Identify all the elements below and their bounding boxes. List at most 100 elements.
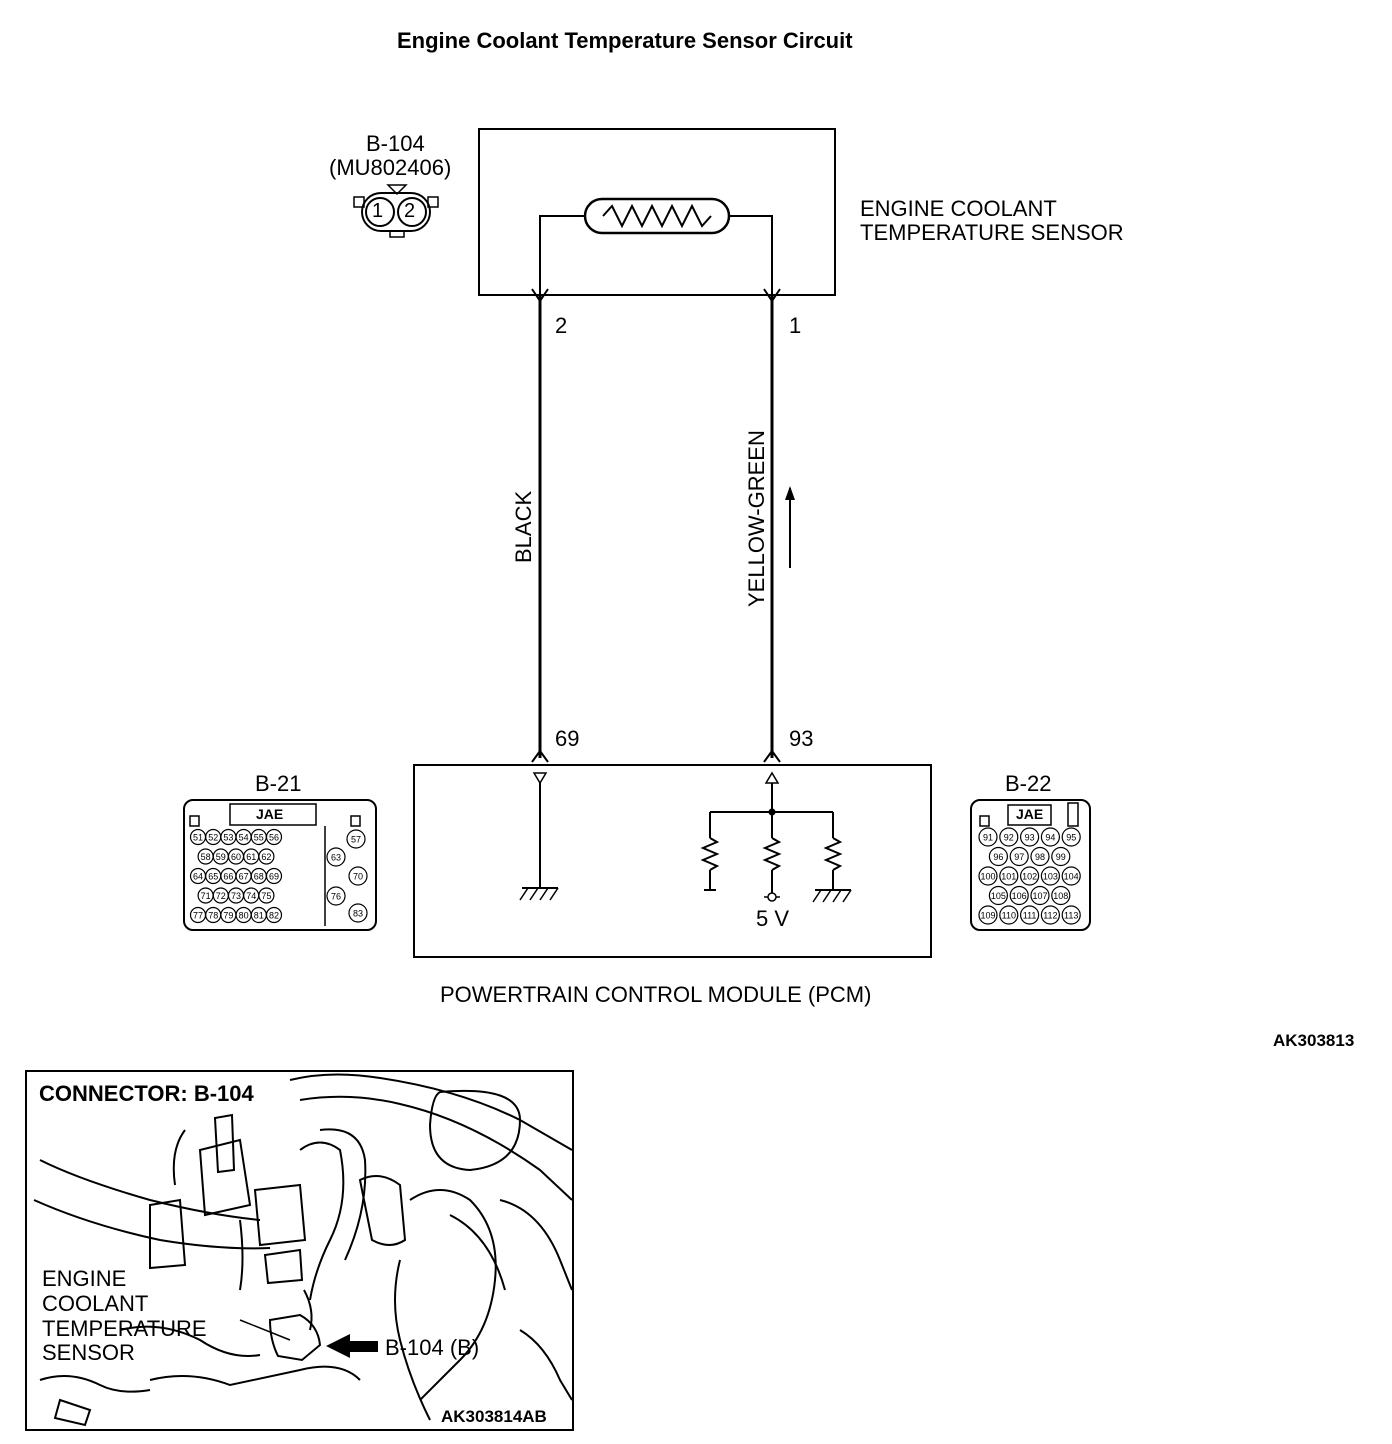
b22-pin-109-circle	[978, 905, 998, 925]
b22-pin-105-label: 105	[991, 891, 1006, 901]
b21-pin-66-label: 66	[223, 872, 233, 882]
b104-pin-2: 2	[404, 200, 416, 222]
b22-pin-113-label: 113	[1064, 911, 1078, 921]
b104-part-number: (MU802406)	[329, 155, 452, 180]
b21-pin-62-circle	[258, 848, 275, 865]
b21-pin-80-label: 80	[239, 911, 249, 921]
b21-pin-82-circle	[265, 906, 283, 924]
b21-pin-56-label: 56	[269, 833, 279, 843]
b21-pin-52-label: 52	[208, 833, 218, 843]
b21-connector-id: B-21	[255, 771, 302, 796]
b22-connector-id: B-22	[1005, 771, 1052, 796]
b22-pin-100-circle	[978, 866, 998, 886]
b22-pin-110-label: 110	[1002, 911, 1016, 921]
b22-pin-103-circle	[1040, 866, 1061, 886]
b21-pin-76-label: 76	[331, 892, 341, 902]
b22-pin-110-circle	[999, 905, 1019, 925]
b104-pin-1: 1	[372, 200, 384, 222]
b22-pin-93-label: 93	[1025, 833, 1035, 843]
b21-pin-82-label: 82	[269, 911, 279, 921]
b22-maker: JAE	[1016, 806, 1044, 822]
b21-pin-67-label: 67	[239, 872, 249, 882]
thermistor-zigzag	[602, 203, 712, 229]
b21-pin-55-label: 55	[254, 833, 264, 843]
b22-pin-108-circle	[1051, 885, 1071, 906]
sensor-box	[478, 128, 836, 296]
b22-pin-94-circle	[1040, 827, 1061, 847]
b21-pin-81-label: 81	[254, 911, 264, 921]
b22-pin-113-circle	[1061, 905, 1081, 925]
b21-pin-74-label: 74	[246, 891, 256, 901]
b21-pin-75-circle	[258, 887, 275, 904]
b21-pin-63-label: 63	[331, 853, 341, 863]
sensor-name-line2: TEMPERATURE SENSOR	[860, 220, 1124, 245]
b22-pin-103-label: 103	[1043, 872, 1058, 882]
b21-pin-65-label: 65	[208, 872, 218, 882]
b22-pin-104-circle	[1061, 866, 1081, 886]
b22-pin-99-circle	[1051, 846, 1071, 867]
pcm-pin-label-yellow-green: 93	[789, 726, 814, 751]
b22-pin-102-label: 102	[1022, 872, 1037, 882]
inset-label-line2: COOLANT	[42, 1291, 149, 1316]
b21-pin-75-label: 75	[261, 891, 271, 901]
pointer-arrow	[326, 1334, 378, 1358]
inset-label-line3: TEMPERATURE	[42, 1316, 207, 1341]
b22-pin-95-label: 95	[1066, 833, 1076, 843]
b21-pin-70-label: 70	[353, 872, 363, 882]
b22-pin-112-circle	[1040, 905, 1061, 925]
diagram-title: Engine Coolant Temperature Sensor Circui…	[397, 28, 853, 53]
b21-pin-57-label: 57	[351, 835, 361, 845]
b22-pin-104-label: 104	[1064, 872, 1079, 882]
inset-label-line1: ENGINE	[42, 1266, 127, 1291]
b21-pin-76-circle	[326, 886, 346, 906]
b21-pin-77-label: 77	[193, 911, 203, 921]
sensor-pin-label-black: 2	[555, 313, 568, 338]
b21-pin-62-label: 62	[261, 852, 271, 862]
b104-connector-id: B-104	[366, 131, 425, 156]
pcm-box	[413, 764, 932, 958]
b22-pin-92-circle	[999, 827, 1019, 847]
b21-pin-63-circle	[326, 847, 346, 867]
b21-pin-54-label: 54	[239, 833, 249, 843]
b22-pin-101-label: 101	[1001, 872, 1016, 882]
b22-pin-109-label: 109	[980, 911, 995, 921]
b21-pin-83-circle	[348, 903, 368, 923]
b22-pin-98-label: 98	[1035, 852, 1045, 862]
sensor-name-line1: ENGINE COOLANT	[860, 196, 1057, 221]
inset-frame	[25, 1070, 574, 1431]
b22-pin-101-circle	[999, 866, 1019, 886]
b22-pin-94-label: 94	[1045, 833, 1055, 843]
b22-pin-107-label: 107	[1032, 891, 1047, 901]
b21-pin-78-label: 78	[208, 911, 218, 921]
b22-pin-105-circle	[988, 885, 1009, 906]
b22-pin-93-circle	[1019, 827, 1040, 847]
b104-connector-icon	[353, 184, 439, 238]
b21-pin-68-label: 68	[254, 872, 264, 882]
b21-maker: JAE	[256, 806, 284, 822]
b22-pin-107-circle	[1030, 885, 1050, 906]
b21-pin-73-label: 73	[231, 891, 241, 901]
engine-bay-illustration	[33, 1073, 573, 1427]
b21-pin-61-label: 61	[246, 852, 256, 862]
b21-pin-59-label: 59	[216, 852, 226, 862]
b21-pin-83-label: 83	[353, 909, 363, 919]
b22-pin-98-circle	[1030, 846, 1050, 867]
b22-pin-99-label: 99	[1056, 852, 1066, 862]
b22-pin-91-label: 91	[983, 833, 993, 843]
b21-pin-64-label: 64	[193, 872, 203, 882]
b21-connector-body	[183, 799, 377, 931]
pcm-supply-voltage: 5 V	[756, 906, 790, 931]
b22-pin-111-circle	[1019, 905, 1040, 925]
b22-pin-102-circle	[1019, 866, 1040, 886]
b21-pin-72-label: 72	[216, 891, 226, 901]
b21-pin-56-circle	[265, 828, 283, 846]
b22-pin-106-label: 106	[1012, 891, 1027, 901]
pcm-name: POWERTRAIN CONTROL MODULE (PCM)	[440, 982, 872, 1007]
b22-pin-112-label: 112	[1043, 911, 1057, 921]
b21-pin-58-label: 58	[201, 852, 211, 862]
b22-pin-97-label: 97	[1014, 852, 1024, 862]
inset-label-line4: SENSOR	[42, 1340, 135, 1365]
b21-pin-71-label: 71	[201, 891, 211, 901]
